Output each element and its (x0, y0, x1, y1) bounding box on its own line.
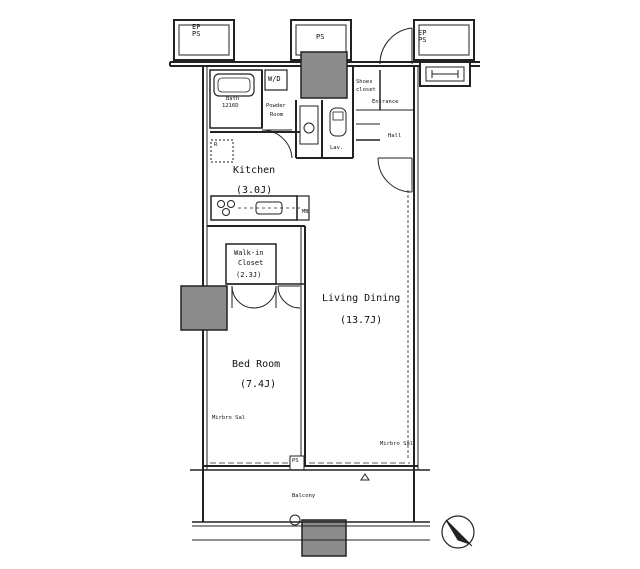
pipe-space-right (413, 19, 475, 61)
powder-room-label-2: Room (270, 112, 284, 118)
bath-size-label: 1216D (222, 103, 239, 109)
column-bottom (301, 519, 347, 557)
closet-bed-walls (207, 225, 306, 466)
balcony-label: Balcony (292, 493, 316, 499)
column-left (180, 285, 228, 331)
shoes-closet-label-1: Shoes (356, 79, 373, 85)
column-top (300, 51, 348, 99)
washer-dryer-box (264, 69, 288, 91)
floor-ps-label: PS (292, 458, 299, 464)
closet-area-label: (2.3J) (236, 271, 262, 279)
hall-label: Hall (388, 133, 402, 139)
entrance-label: Entrance (372, 99, 399, 105)
kitchen-label: Kitchen (233, 165, 276, 176)
hall-door (377, 157, 413, 193)
north-arrow-icon (441, 515, 475, 549)
bath-area (209, 69, 300, 133)
powder-room-label-1: Powder (266, 103, 286, 109)
bath-label: Bath (226, 96, 240, 102)
living-window-note: Mirbro Sal (380, 441, 414, 447)
balcony (190, 469, 430, 541)
bed-room-label: Bed Room (232, 359, 281, 370)
powder-lav-walls (295, 66, 354, 159)
triangle-marker-icon (360, 473, 370, 481)
living-dining-label: Living Dining (322, 293, 401, 304)
closet-doors (231, 285, 277, 309)
bedroom-door (277, 285, 301, 309)
refrigerator-label: R (214, 142, 218, 148)
pipe-space-label-center: PS (316, 33, 325, 41)
shoes-closet-label-2: closet (356, 87, 376, 93)
washer-dryer-label: W/D (268, 75, 281, 83)
bed-room-area-label: (7.4J) (240, 379, 277, 390)
entrance-door (379, 27, 413, 65)
powder-door (261, 129, 293, 159)
entrance-area (353, 65, 414, 141)
outer-walls (202, 66, 419, 471)
kitchen-area (210, 139, 310, 221)
mb-label: MB (302, 209, 309, 215)
closet-label-2: Closet (238, 259, 264, 267)
kitchen-area-label: (3.0J) (236, 185, 273, 196)
living-dining-area-label: (13.7J) (340, 315, 383, 326)
lav-label: Lav. (330, 145, 344, 151)
bed-window-note: Mirbro Sal (212, 415, 246, 421)
pipe-space-left (173, 19, 235, 61)
closet-label-1: Walk-in (234, 249, 264, 257)
